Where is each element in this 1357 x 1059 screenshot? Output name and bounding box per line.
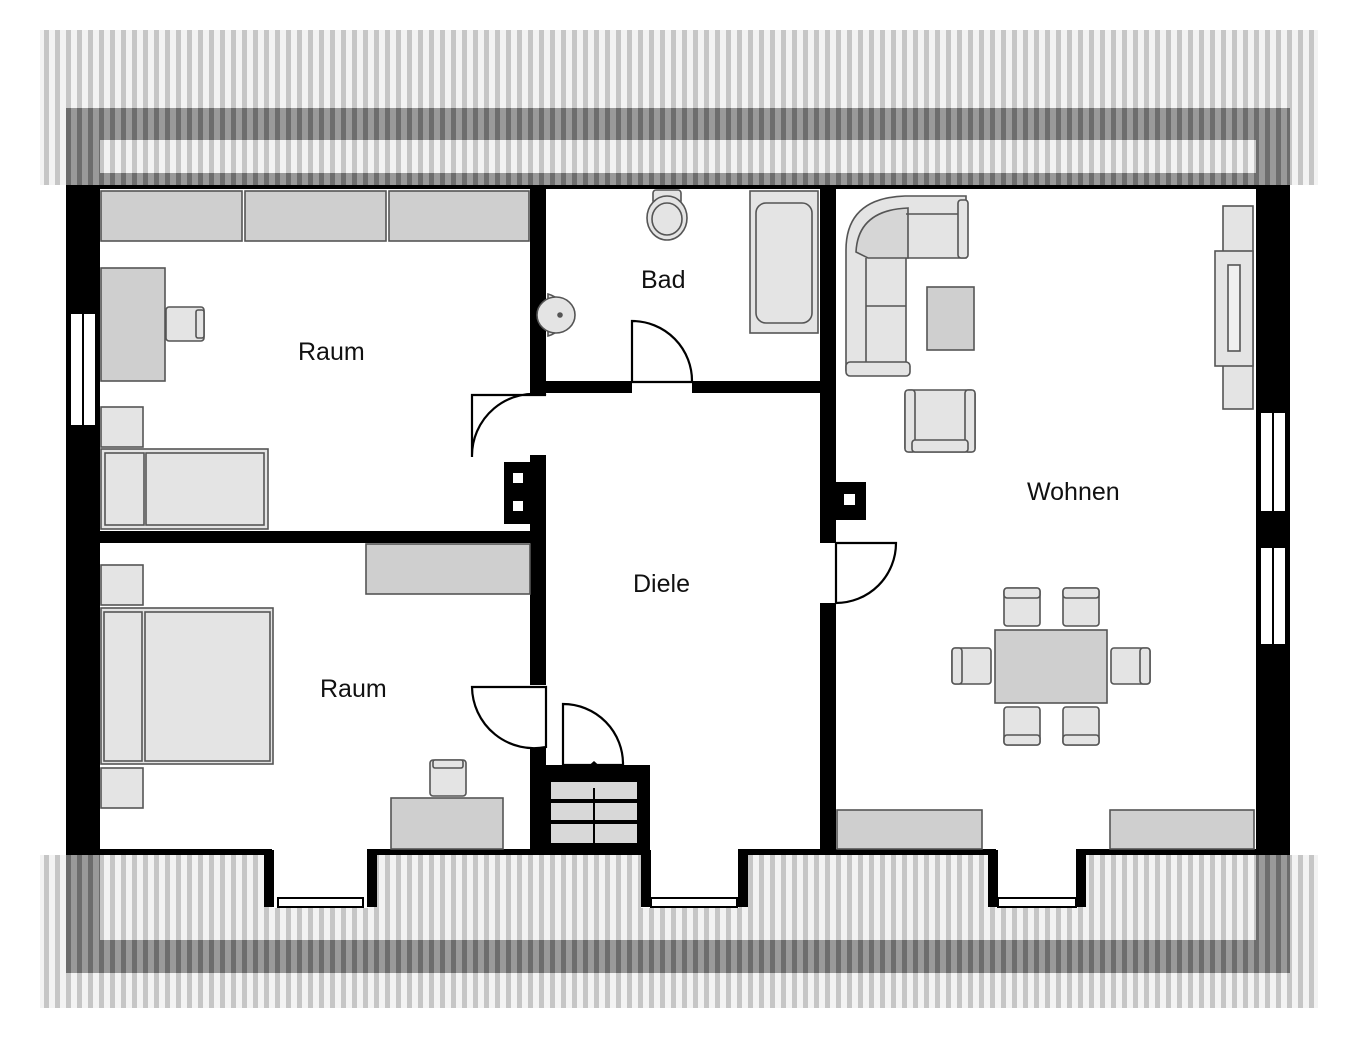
dresser	[390, 797, 504, 850]
dormer-windows	[277, 897, 1077, 908]
toilet	[646, 189, 688, 241]
dining-table	[994, 629, 1108, 704]
room-label-raum-bottom: Raum	[320, 675, 387, 703]
corner-sofa	[845, 195, 969, 377]
dining-chairs	[951, 587, 1151, 746]
armchair	[904, 389, 976, 453]
room-label-bad: Bad	[641, 266, 685, 294]
tv-cabinet	[1214, 205, 1254, 410]
room-label-wohnen: Wohnen	[1027, 478, 1120, 506]
chimney-right	[834, 482, 866, 520]
coffee-table	[926, 286, 975, 351]
side-windows	[69, 312, 1287, 646]
dormer-walls	[264, 850, 1086, 907]
double-bed	[100, 607, 274, 765]
desk	[100, 267, 166, 382]
sink	[536, 292, 576, 338]
walls	[66, 185, 1290, 855]
nightstand-2	[100, 767, 144, 809]
door-swings	[470, 319, 898, 767]
roof-top	[40, 30, 1318, 185]
low-cabinets	[836, 809, 1255, 850]
desk-chair	[165, 306, 205, 342]
room-label-raum-top: Raum	[298, 338, 365, 366]
room-label-diele: Diele	[633, 570, 690, 598]
stairs	[546, 761, 650, 855]
cabinet-bottom	[365, 543, 531, 595]
nightstand-1	[100, 564, 144, 606]
wardrobe-top	[100, 190, 530, 242]
bathtub	[749, 190, 819, 334]
single-bed	[100, 448, 269, 530]
nightstand-top	[100, 406, 144, 448]
dresser-chair	[429, 759, 467, 797]
chimney-left	[504, 462, 532, 524]
